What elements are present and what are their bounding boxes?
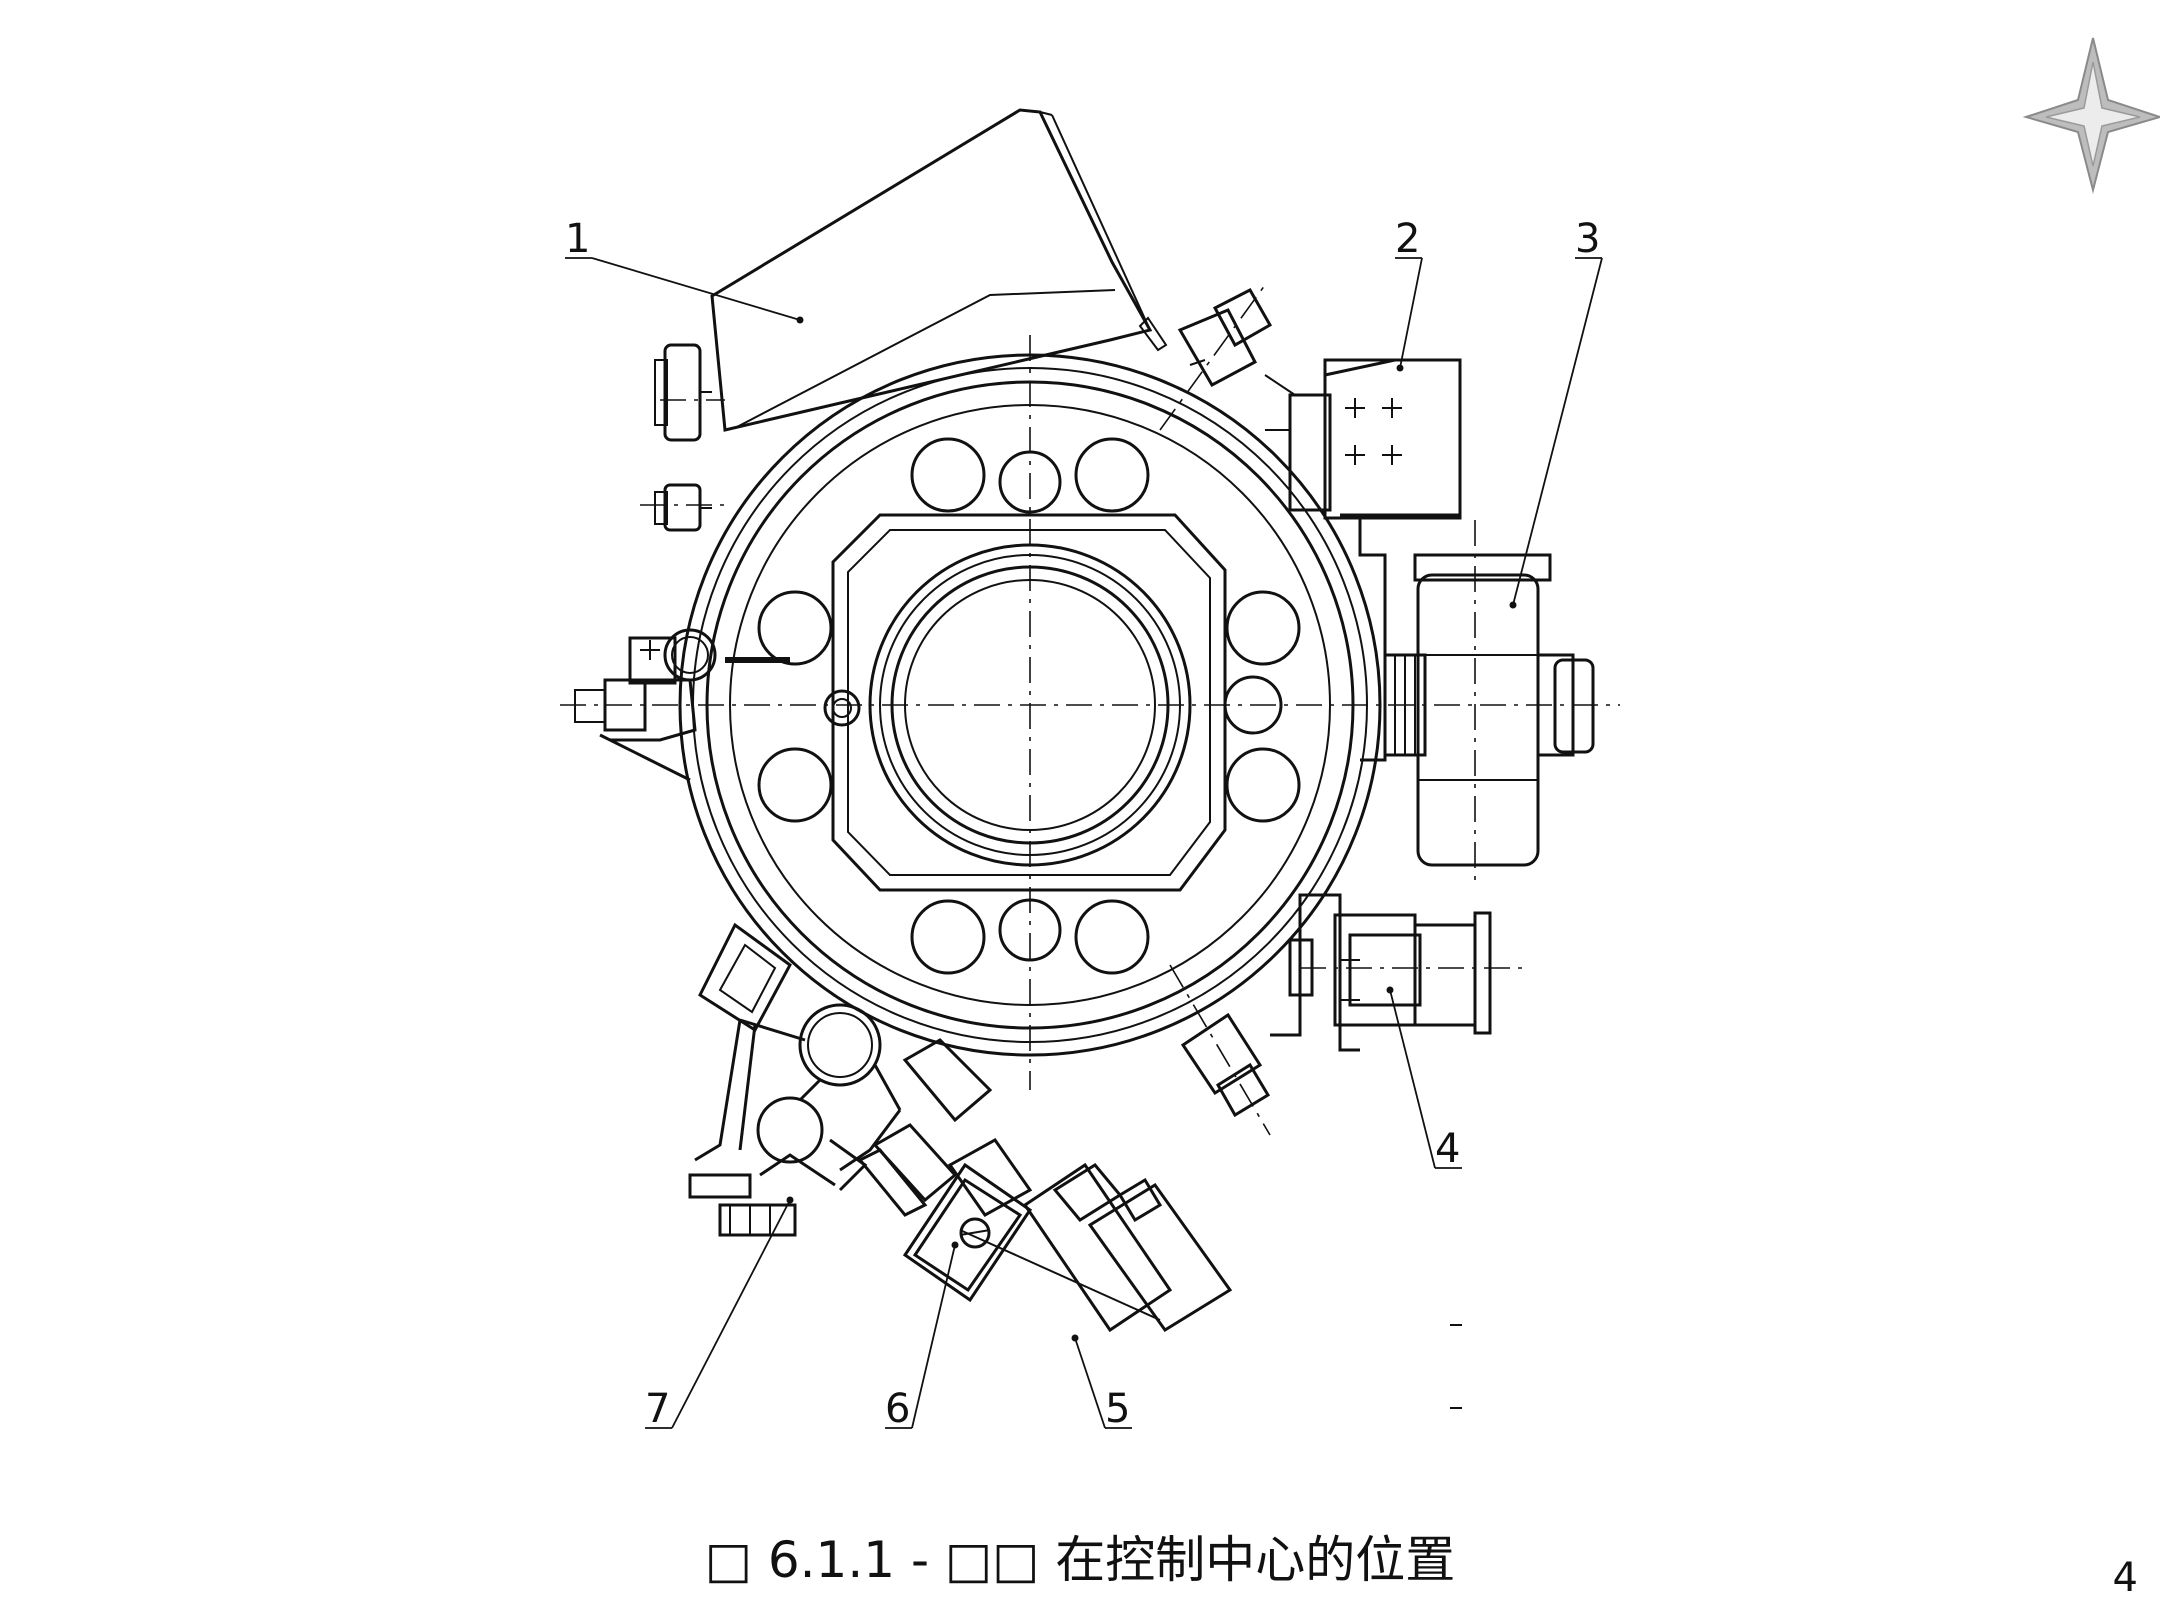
callout-3: 3 — [1575, 216, 1600, 262]
four-point-star-icon — [2022, 37, 2160, 194]
callout-5: 5 — [1105, 1386, 1130, 1432]
hopper-assembly — [654, 108, 1168, 532]
left-clamp — [574, 628, 717, 782]
callout-4: 4 — [1435, 1126, 1460, 1172]
upper-bolt — [1177, 288, 1273, 388]
main-housing — [678, 353, 1382, 1057]
lower-right-actuator — [1270, 893, 1492, 1052]
bolt-circles — [757, 437, 1301, 975]
figure-caption: □ 6.1.1 - □□ 在控制中心的位置 — [704, 1531, 1456, 1589]
callout-2: 2 — [1395, 216, 1420, 262]
locating-pin — [725, 657, 861, 727]
central-bore — [868, 543, 1192, 867]
callout-1: 1 — [565, 216, 590, 262]
right-motor — [1358, 515, 1595, 867]
page-number: 4 — [2112, 1555, 2138, 1601]
control-box — [1264, 358, 1462, 520]
callouts: 1 2 3 4 5 6 — [565, 216, 1603, 1432]
octagonal-frame — [831, 513, 1227, 892]
callout-6: 6 — [885, 1386, 910, 1432]
inclined-motor — [857, 1123, 1233, 1333]
lower-bolt — [1180, 1012, 1271, 1118]
callout-7: 7 — [645, 1386, 670, 1432]
box-crosses — [1345, 398, 1402, 465]
linkage-assembly — [688, 922, 993, 1237]
